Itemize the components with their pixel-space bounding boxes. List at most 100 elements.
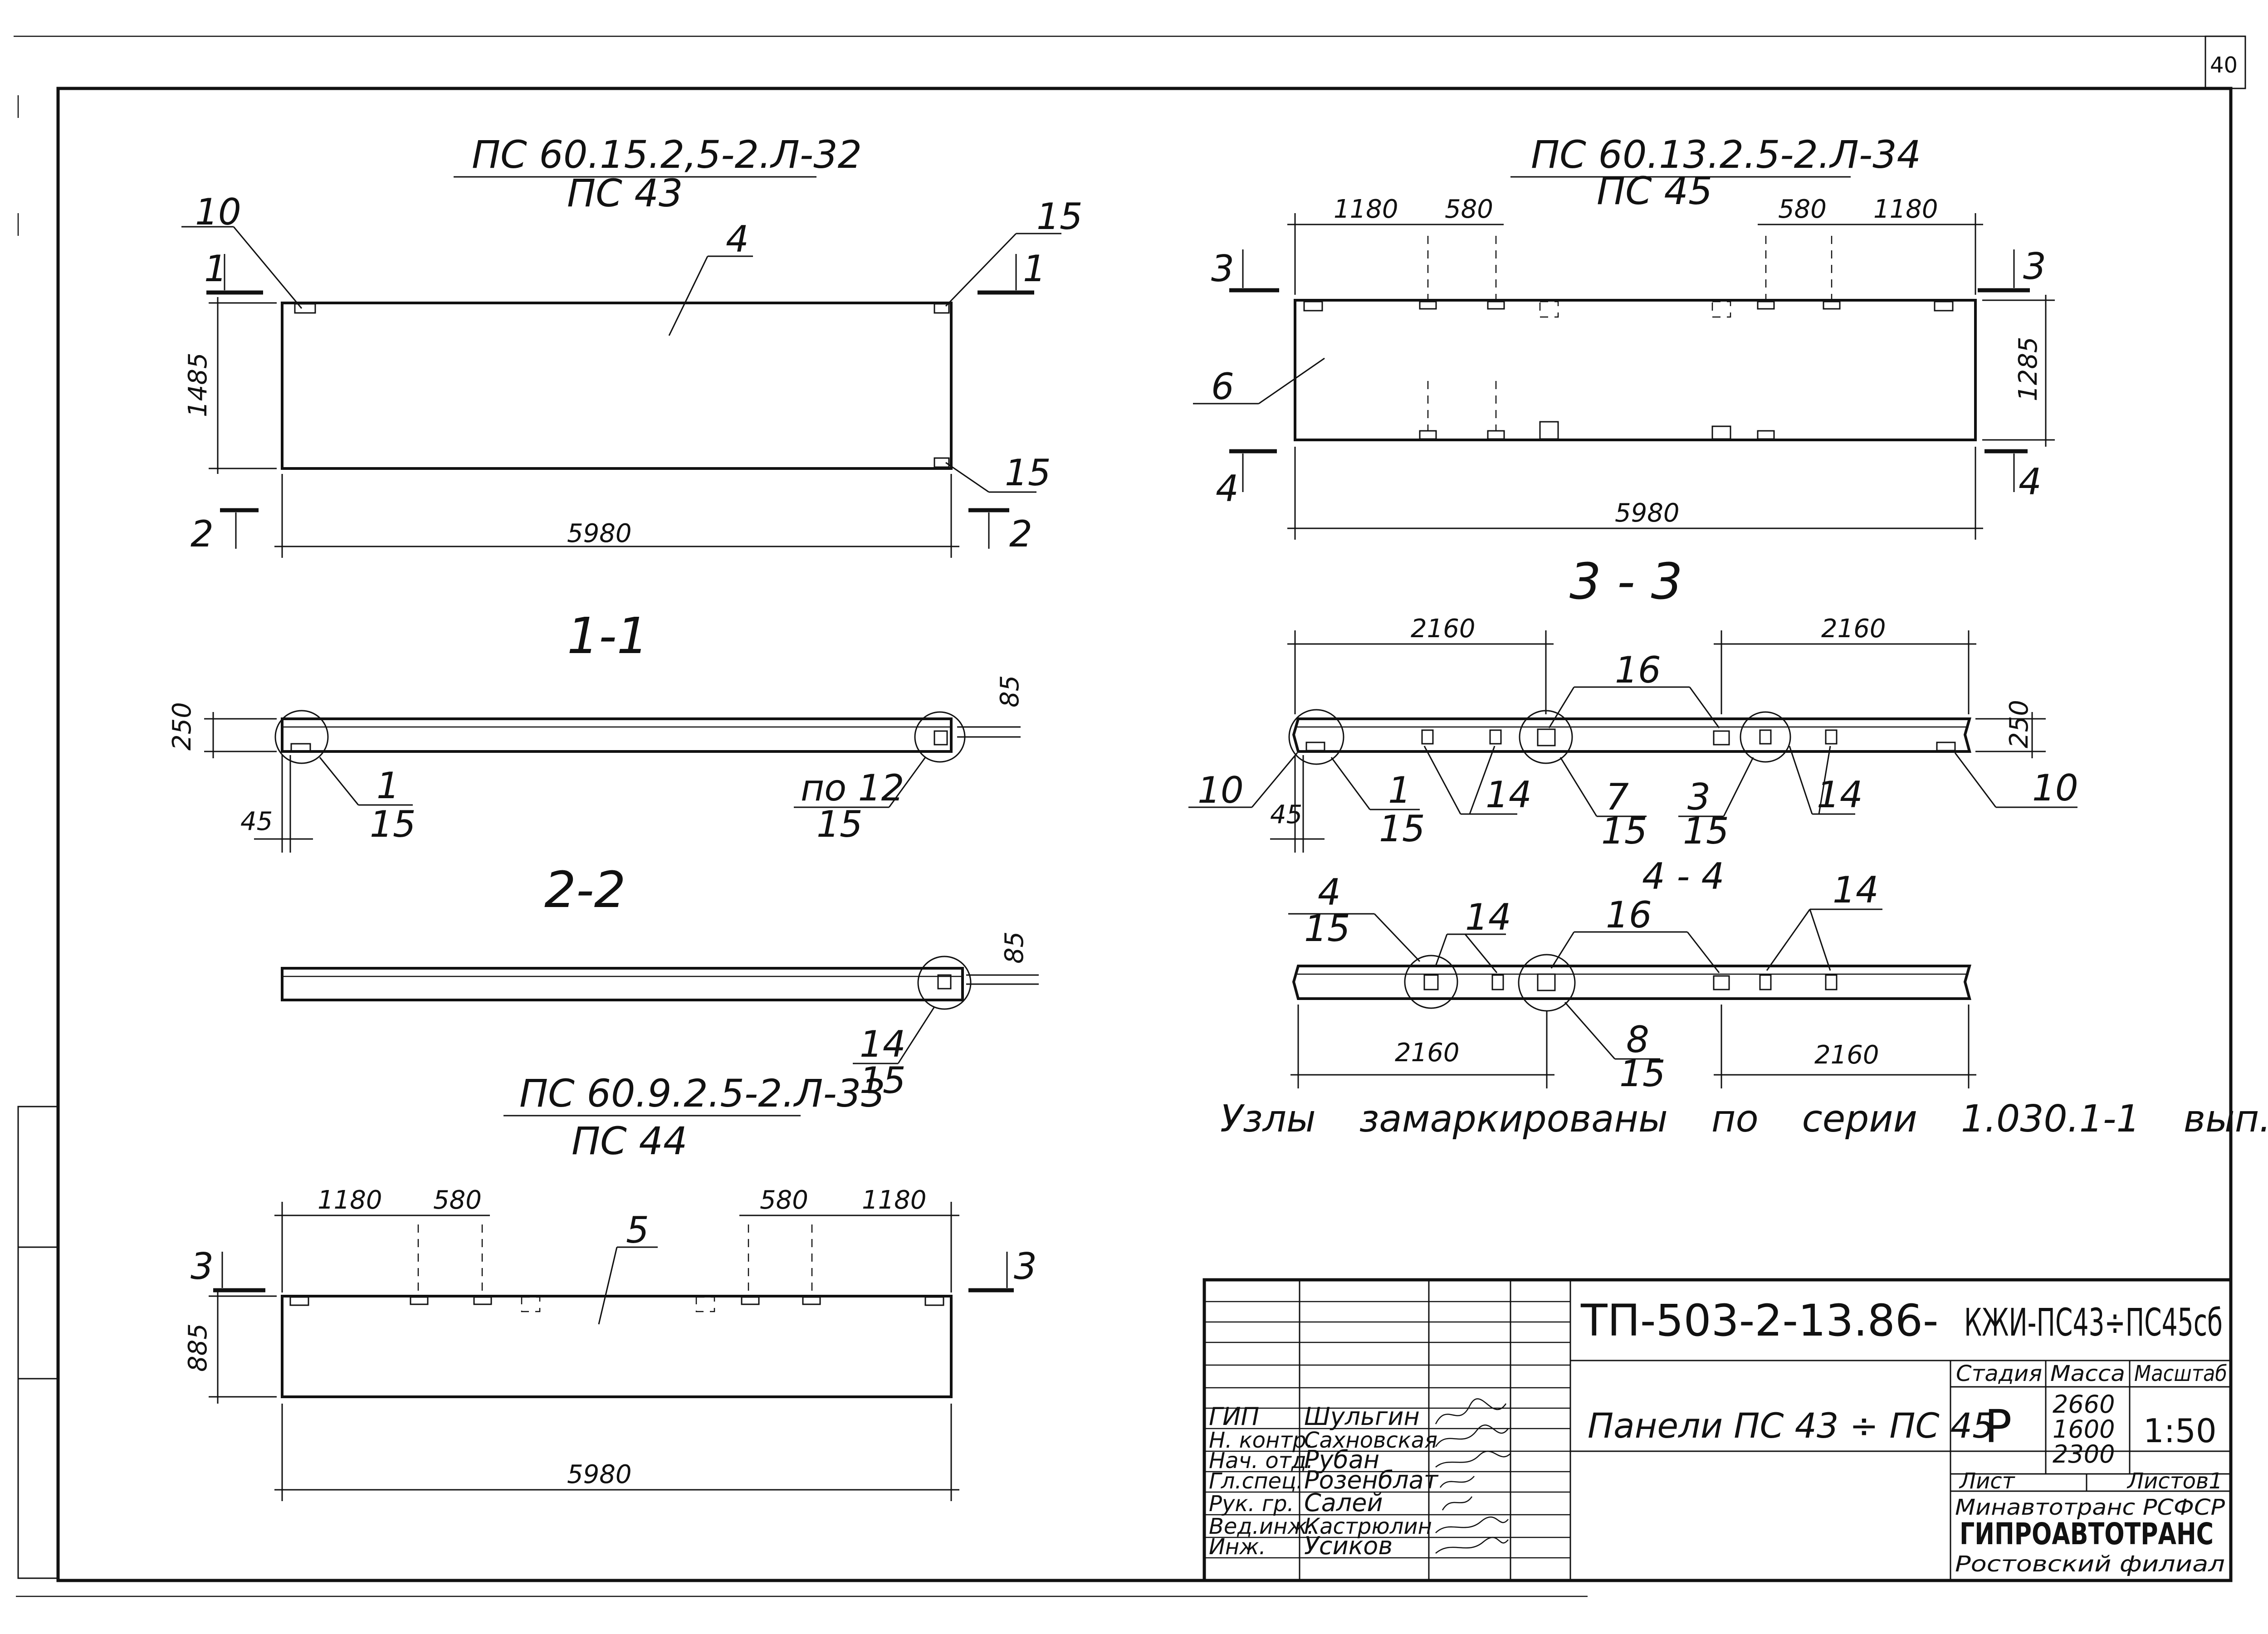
col-scale: Масштаб bbox=[2134, 1361, 2227, 1386]
title-block: ГИП Н. контр. Нач. отд. Гл.спец. Рук. гр… bbox=[1202, 1278, 2233, 1582]
name-4: Салей bbox=[1304, 1488, 1383, 1517]
role-4: Рук. гр. bbox=[1209, 1491, 1294, 1517]
name-2: Рубан bbox=[1304, 1445, 1379, 1474]
s33-callout-14b: 14 bbox=[1817, 774, 1863, 816]
sheet-frame: 40 bbox=[14, 35, 2246, 1597]
s33-callout-15c: 15 bbox=[1683, 810, 1729, 852]
section-label-2-2: 2-2 bbox=[544, 861, 626, 919]
pc44-dim-5980: 5980 bbox=[567, 1460, 632, 1489]
role-6: Инж. bbox=[1209, 1534, 1266, 1560]
pc45-panel bbox=[1294, 299, 1977, 441]
pc44-dim-580-left: 580 bbox=[433, 1185, 482, 1215]
pc43-subtitle: ПС 43 bbox=[567, 171, 683, 215]
pc43-panel bbox=[281, 302, 953, 470]
s44-callout-14b: 14 bbox=[1833, 869, 1879, 911]
pc45-cut-4-left: 4 bbox=[1216, 468, 1239, 510]
panels-name: Панели ПС 43 ÷ ПС 45 bbox=[1588, 1405, 1994, 1446]
pc43-callout-15-top: 15 bbox=[1036, 195, 1083, 238]
signatures bbox=[1435, 1398, 1511, 1554]
s22-callout-15: 15 bbox=[860, 1059, 906, 1102]
pc45-dim-5980: 5980 bbox=[1615, 498, 1680, 528]
cut-mark-2-right: 2 bbox=[1009, 513, 1032, 555]
pc43-dim-5980: 5980 bbox=[567, 519, 632, 548]
mass-value-2: 1600 bbox=[2053, 1415, 2115, 1444]
name-1: Сахновская bbox=[1304, 1428, 1437, 1453]
s33-dim-45: 45 bbox=[1270, 800, 1302, 829]
section-3-3: 3 - 3 2160 2160 250 16 10 bbox=[1188, 552, 2078, 853]
sheet-number: 40 bbox=[2210, 53, 2238, 78]
pc45-callout-6: 6 bbox=[1211, 366, 1234, 408]
s44-dim-2160-left: 2160 bbox=[1395, 1038, 1460, 1068]
doc-mark: КЖИ-ПС43÷ПС45сб bbox=[1964, 1300, 2223, 1345]
s44-callout-15b: 15 bbox=[1619, 1053, 1666, 1095]
s44-dim-2160-right: 2160 bbox=[1814, 1040, 1879, 1070]
pc45-dim-1285: 1285 bbox=[2014, 337, 2043, 401]
col-stage: Стадия bbox=[1956, 1361, 2042, 1386]
pc44-subtitle: ПС 44 bbox=[572, 1119, 687, 1163]
mass-value-1: 2660 bbox=[2053, 1390, 2115, 1419]
name-5: Кастрюлин bbox=[1304, 1514, 1432, 1539]
s33-callout-15b: 15 bbox=[1601, 810, 1647, 852]
s44-callout-14a: 14 bbox=[1465, 896, 1511, 938]
pc44-dim-580-right: 580 bbox=[760, 1185, 808, 1215]
pc43-dim-1485: 1485 bbox=[183, 352, 213, 417]
s44-callout-16: 16 bbox=[1606, 894, 1652, 936]
cut-mark-2-left: 2 bbox=[191, 513, 214, 555]
s11-dim-250: 250 bbox=[167, 702, 197, 751]
s33-callout-10-right: 10 bbox=[2032, 767, 2078, 809]
role-1: Н. контр. bbox=[1209, 1428, 1313, 1453]
s11-callout-15: 15 bbox=[370, 803, 416, 845]
name-6: Усиков bbox=[1304, 1532, 1393, 1560]
pc45-dim-580-left: 580 bbox=[1445, 195, 1493, 224]
s33-callout-7: 7 bbox=[1606, 776, 1629, 818]
section-1-1: 1-1 250 85 45 1 15 по 12 15 bbox=[167, 607, 1025, 853]
s33-dim-2160-left: 2160 bbox=[1411, 614, 1476, 644]
s33-callout-16: 16 bbox=[1615, 649, 1661, 691]
pc45-cut-3-left: 3 bbox=[1211, 248, 1234, 290]
s11-dim-85: 85 bbox=[995, 675, 1025, 707]
s33-callout-3: 3 bbox=[1687, 776, 1711, 818]
section-label-1-1: 1-1 bbox=[567, 607, 649, 665]
role-2: Нач. отд. bbox=[1209, 1448, 1313, 1473]
pc45-subtitle: ПС 45 bbox=[1597, 169, 1712, 213]
role-0: ГИП bbox=[1209, 1402, 1259, 1431]
pc44-callout-5: 5 bbox=[626, 1209, 649, 1251]
pc44-cut-3-right: 3 bbox=[1014, 1245, 1037, 1288]
sheet-label: Лист bbox=[1959, 1468, 2016, 1494]
doc-code: ТП-503-2-13.86- bbox=[1580, 1295, 1939, 1346]
s22-callout-14: 14 bbox=[860, 1023, 906, 1065]
pc44-title: ПС 60.9.2.5-2.Л-33 bbox=[519, 1071, 885, 1116]
s44-callout-4: 4 bbox=[1318, 871, 1341, 913]
s11-dim-45: 45 bbox=[240, 807, 273, 836]
role-3: Гл.спец. bbox=[1209, 1468, 1303, 1494]
s22-dim-85: 85 bbox=[1000, 932, 1029, 964]
pc43-callout-15-bottom: 15 bbox=[1005, 452, 1051, 494]
pc44-dim-1180-left: 1180 bbox=[318, 1185, 382, 1215]
pc44-dim-1180-right: 1180 bbox=[862, 1185, 927, 1215]
pc44-dim-885: 885 bbox=[183, 1323, 213, 1372]
org-ministry: Минавтотранс РСФСР bbox=[1955, 1495, 2225, 1520]
pc45-plan: ПС 60.13.2.5-2.Л-34 ПС 45 1180 580 580 1… bbox=[1193, 132, 2055, 540]
sheets-label: Листов1 bbox=[2126, 1468, 2223, 1494]
scale-value: 1:50 bbox=[2143, 1412, 2217, 1450]
s33-callout-14a: 14 bbox=[1486, 774, 1532, 816]
mass-value-3: 2300 bbox=[2053, 1440, 2115, 1468]
cut-mark-1-right: 1 bbox=[1023, 248, 1046, 290]
section-2-2: 2-2 85 14 15 bbox=[281, 861, 1039, 1102]
pc43-callout-4: 4 bbox=[726, 218, 749, 260]
s33-dim-2160-right: 2160 bbox=[1821, 614, 1886, 644]
s11-callout-po12: по 12 bbox=[801, 767, 904, 809]
pc43-title: ПС 60.15.2,5-2.Л-32 bbox=[472, 132, 862, 177]
org-branch: Ростовский филиал bbox=[1955, 1551, 2225, 1577]
col-mass: Масса bbox=[2050, 1361, 2125, 1386]
org-name: ГИПРОАВТОТРАНС bbox=[1960, 1517, 2214, 1551]
section-label-3-3: 3 - 3 bbox=[1569, 552, 1683, 610]
cut-mark-1-left: 1 bbox=[204, 248, 227, 290]
pc45-dim-1180-left: 1180 bbox=[1334, 195, 1398, 224]
section-label-4-4: 4 - 4 bbox=[1642, 855, 1725, 897]
s33-dim-250: 250 bbox=[2004, 700, 2034, 748]
name-3: Розенблат bbox=[1304, 1466, 1439, 1494]
section-4-4: 4 - 4 4 15 14 16 14 2160 2160 bbox=[1288, 855, 1976, 1095]
pc45-cut-4-right: 4 bbox=[2019, 461, 2042, 503]
